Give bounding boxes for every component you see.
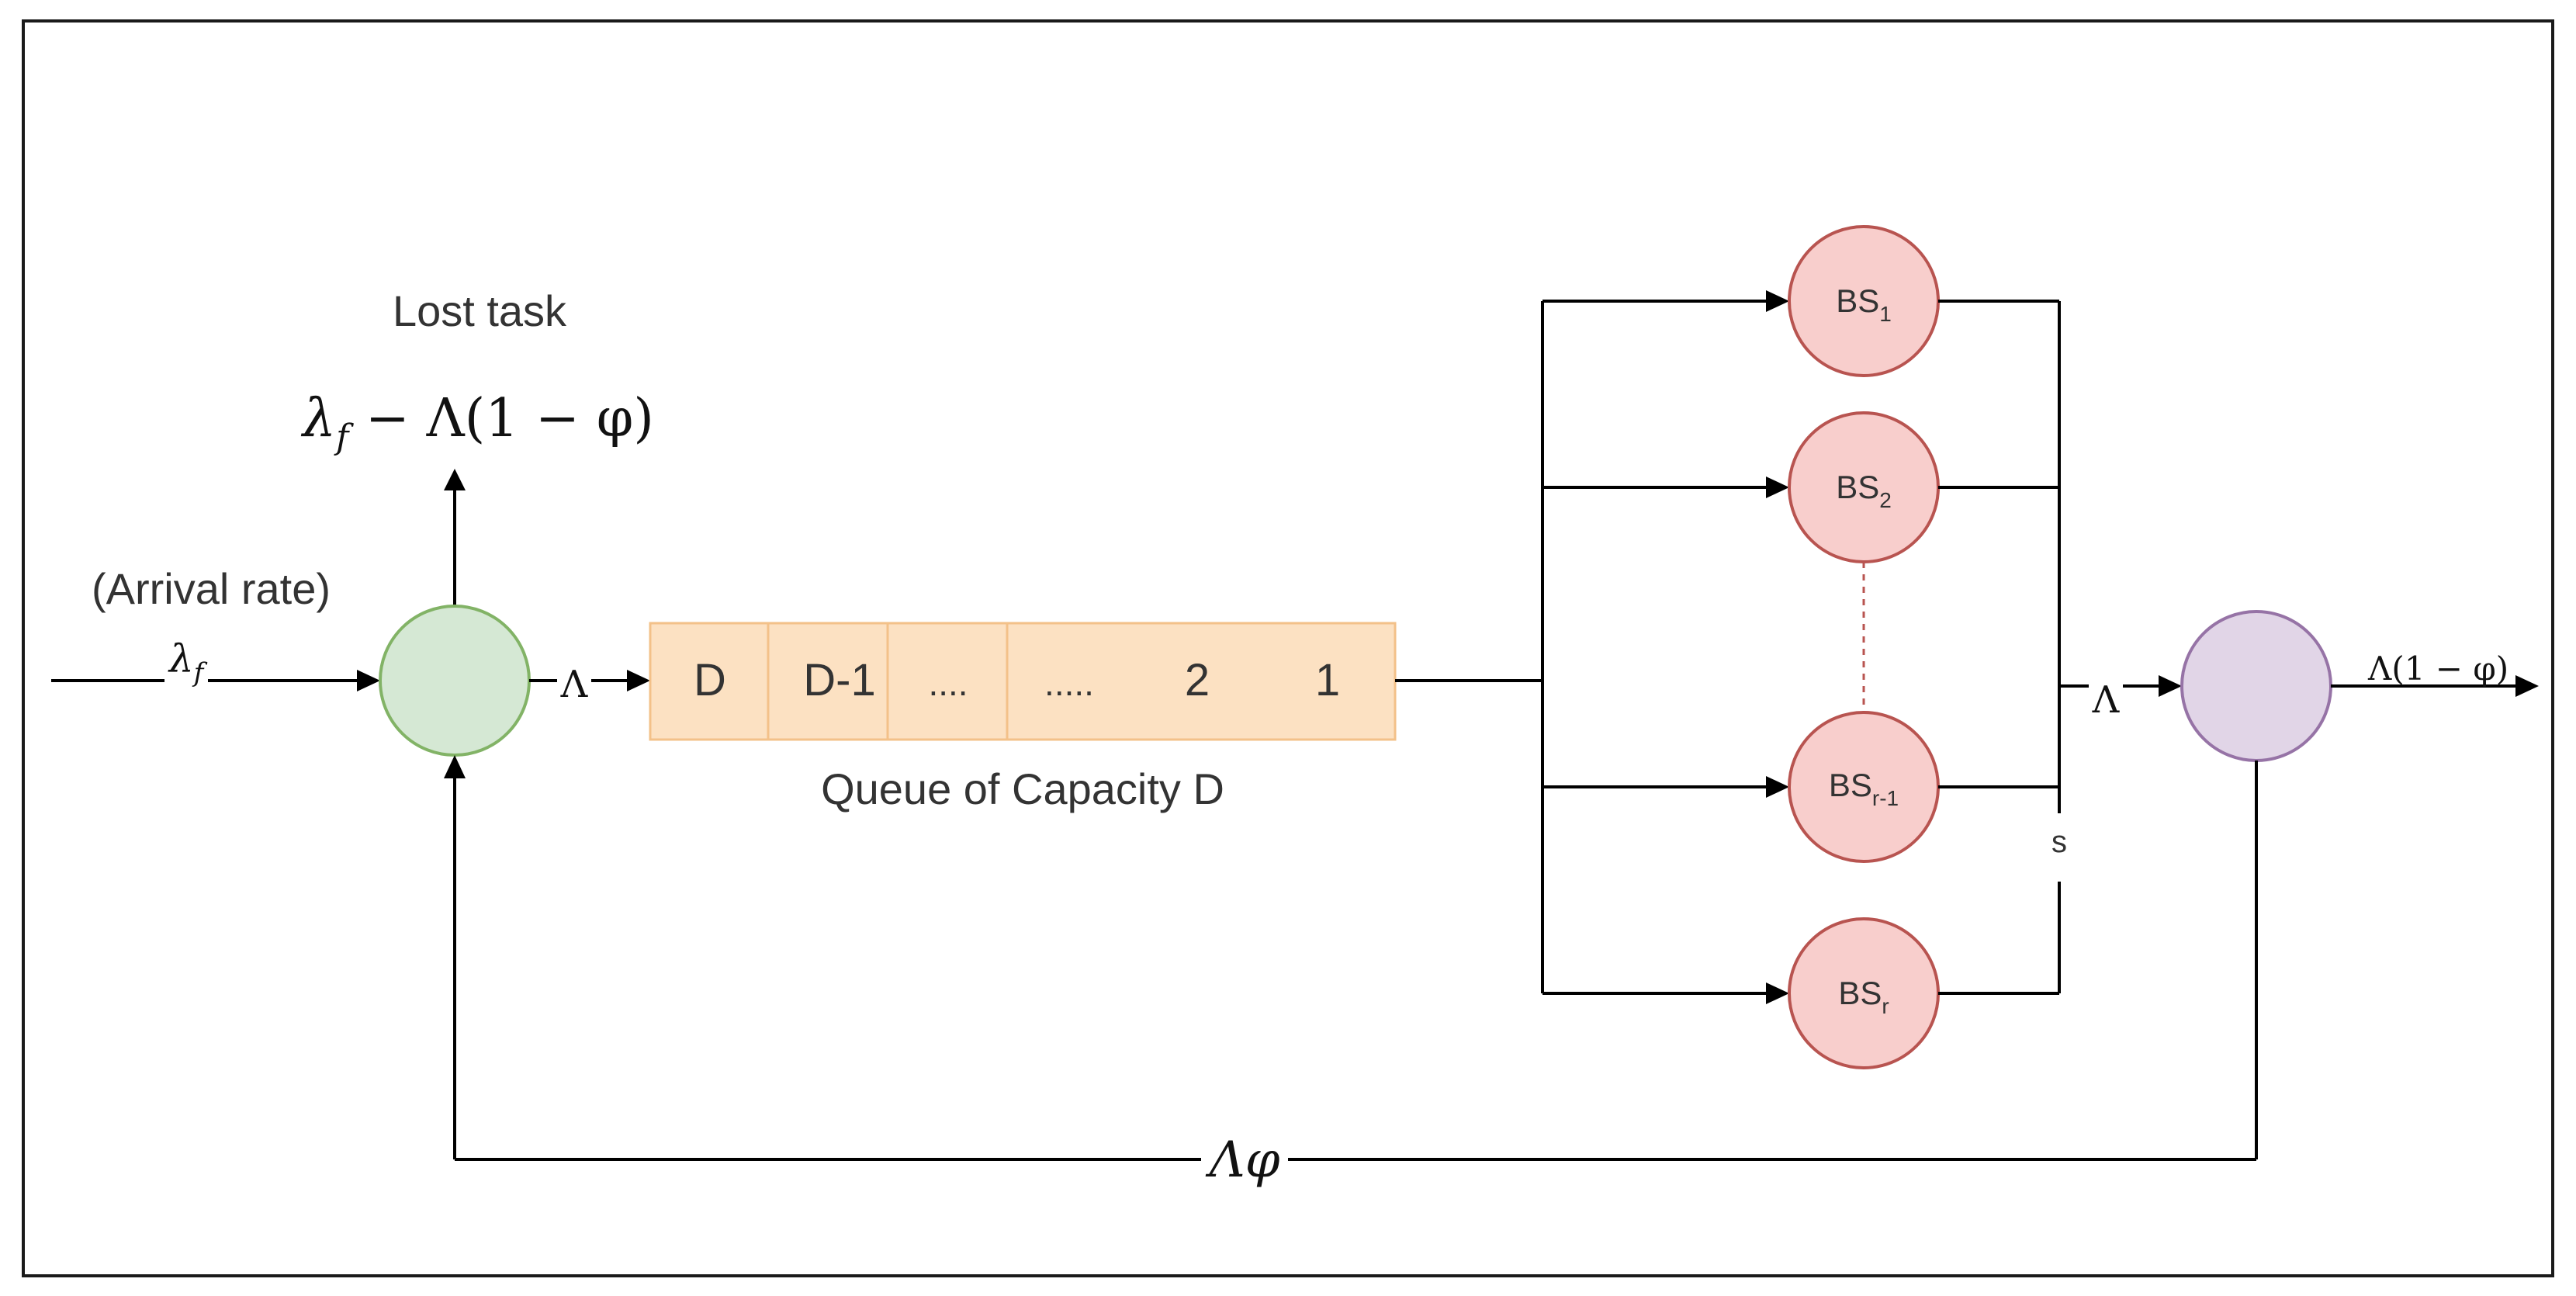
queue-box <box>649 622 1397 741</box>
feedback-rate-bg <box>1201 1135 1288 1184</box>
queue-cell: .... <box>928 663 968 703</box>
svg-text:BSr-1: BSr-1 <box>1829 767 1899 810</box>
svg-text:BSr: BSr <box>1838 975 1889 1018</box>
to-exit-arrowhead <box>2159 675 2182 697</box>
queue-cell: D-1 <box>803 655 875 705</box>
server-bs1: BS1 <box>1788 225 1940 377</box>
queue-cell: ..... <box>1044 663 1094 703</box>
queue-cell: 1 <box>1315 655 1340 705</box>
queue: D D-1 .... ..... 2 1 <box>649 622 1397 741</box>
arrival-rate-bg <box>164 635 208 684</box>
entry-to-queue-arrowhead <box>627 670 650 691</box>
feedback-rate: Λφ <box>1205 1131 1279 1189</box>
queue-caption: Queue of Capacity D <box>821 764 1224 813</box>
output-arrowhead <box>2515 675 2539 697</box>
server-label: BS <box>1836 282 1879 319</box>
lost-rate-lambda: λ <box>300 388 336 449</box>
queue-cell: D <box>694 655 726 705</box>
entry-rate: Λ <box>560 663 589 706</box>
server-label: BS <box>1836 469 1879 505</box>
feedback-arrowhead <box>444 755 466 778</box>
server-subscript: r-1 <box>1872 786 1899 810</box>
lost-rate-rest: − Λ(1 − φ) <box>348 388 653 449</box>
to-bs1-arrowhead <box>1766 290 1789 312</box>
arrival-arrowhead <box>357 670 380 691</box>
server-subscript: 2 <box>1879 488 1892 512</box>
to-bs2-arrowhead <box>1766 476 1789 498</box>
combined-rate: Λ <box>2092 678 2121 722</box>
arrival-label: (Arrival rate) <box>92 564 331 613</box>
entry-rate-bg <box>557 660 591 700</box>
exit-node <box>2180 610 2332 762</box>
combined-rate-bg <box>2089 677 2123 717</box>
arrival-rate-lambda: λ <box>168 636 194 681</box>
to-bsr1-arrowhead <box>1766 776 1789 798</box>
svg-text:BS1: BS1 <box>1836 282 1892 326</box>
lost-task-rate: λf − Λ(1 − φ) <box>300 388 654 457</box>
queue-cell: 2 <box>1185 655 1210 705</box>
server-label: BS <box>1838 975 1882 1011</box>
server-bsr-1: BSr-1 <box>1788 711 1940 863</box>
server-subscript: 1 <box>1879 302 1892 326</box>
server-subscript: r <box>1882 994 1889 1018</box>
entry-node <box>379 605 531 757</box>
svg-text:BS2: BS2 <box>1836 469 1892 512</box>
server-bs2: BS2 <box>1788 411 1940 563</box>
to-bsr-arrowhead <box>1766 982 1789 1004</box>
lost-task-arrowhead <box>444 469 466 490</box>
server-label: BS <box>1829 767 1872 803</box>
server-bsr: BSr <box>1788 917 1940 1069</box>
s-label: s <box>2051 825 2067 859</box>
output-rate: Λ(1 − φ) <box>2367 650 2508 688</box>
lost-task-label: Lost task <box>393 286 567 335</box>
